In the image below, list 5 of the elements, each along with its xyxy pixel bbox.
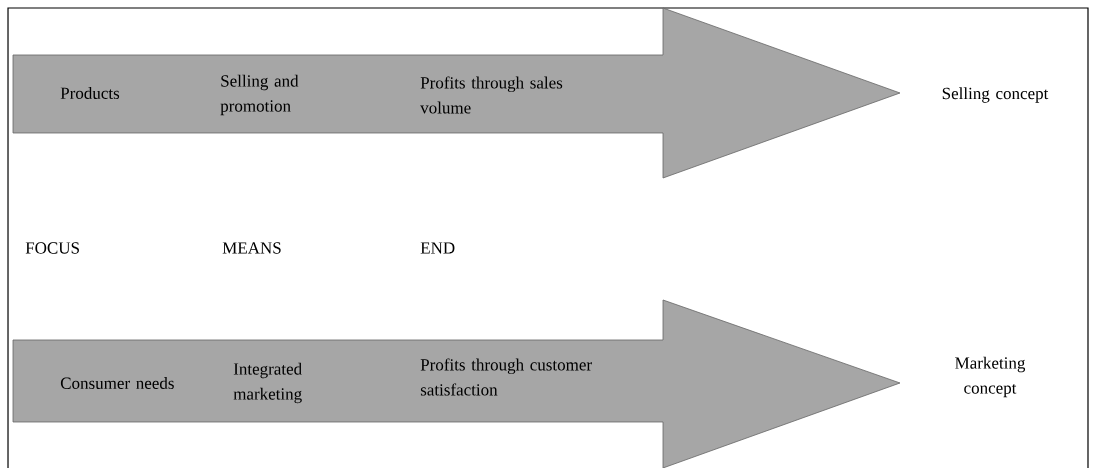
column-label: MEANS [222, 242, 281, 254]
concept-label: Selling concept [942, 87, 1049, 103]
column-label: END [420, 242, 455, 254]
column-label: FOCUS [25, 242, 79, 254]
concept-label: Marketing concept [955, 356, 1026, 398]
